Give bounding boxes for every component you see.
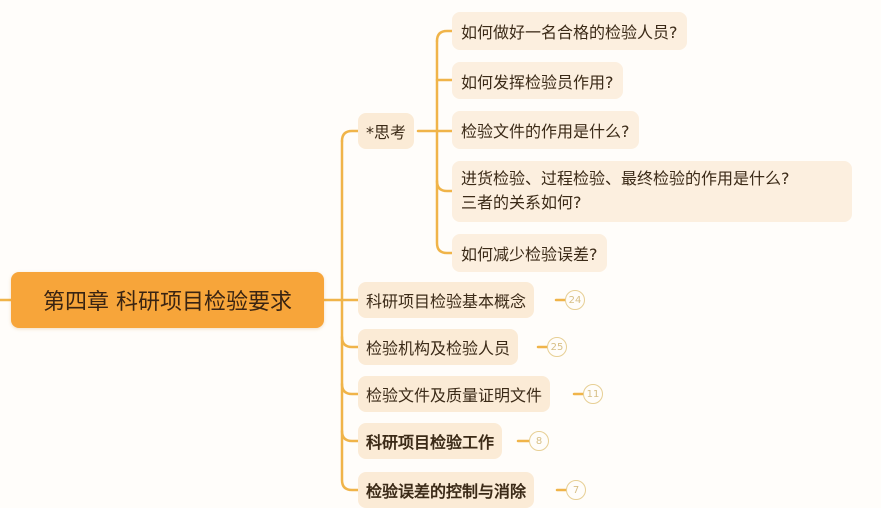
leaf-label: 如何减少检验误差?	[461, 245, 598, 264]
leaf-label-line-2: 三者的关系如何?	[461, 193, 582, 212]
leaf-label: 如何发挥检验员作用?	[461, 72, 614, 92]
branch-basic-concepts[interactable]: 科研项目检验基本概念	[358, 282, 535, 318]
child-count-badge[interactable]: 11	[583, 384, 603, 404]
child-count-badge[interactable]: 24	[565, 290, 585, 310]
leaf-question-5[interactable]: 如何减少检验误差?	[452, 234, 607, 272]
badge-count: 25	[550, 341, 564, 353]
leaf-label-line-1: 进货检验、过程检验、最终检验的作用是什么?	[461, 169, 790, 188]
child-count-badge[interactable]: 8	[529, 431, 549, 451]
branch-label: 科研项目检验工作	[366, 433, 495, 452]
badge-count: 8	[535, 435, 543, 447]
branch-thinking[interactable]: *思考	[358, 113, 415, 149]
branch-label: 检验文件及质量证明文件	[366, 386, 543, 405]
branch-label: 检验机构及检验人员	[366, 339, 511, 358]
branch-label: *思考	[366, 123, 407, 142]
badge-count: 24	[568, 294, 582, 306]
branch-inspection-documents[interactable]: 检验文件及质量证明文件	[358, 376, 551, 412]
leaf-question-4[interactable]: 进货检验、过程检验、最终检验的作用是什么? 三者的关系如何?	[452, 161, 852, 222]
badge-count: 11	[586, 388, 600, 400]
child-count-badge[interactable]: 25	[547, 337, 567, 357]
root-label: 第四章 科研项目检验要求	[43, 290, 292, 315]
child-count-badge[interactable]: 7	[566, 480, 586, 500]
leaf-question-1[interactable]: 如何做好一名合格的检验人员?	[452, 12, 687, 50]
badge-count: 7	[572, 484, 580, 496]
leaf-label: 如何做好一名合格的检验人员?	[461, 23, 678, 42]
branch-inspection-agencies[interactable]: 检验机构及检验人员	[358, 329, 519, 365]
root-node[interactable]: 第四章 科研项目检验要求	[11, 272, 324, 328]
leaf-question-3[interactable]: 检验文件的作用是什么?	[452, 111, 639, 149]
leaf-label: 检验文件的作用是什么?	[461, 122, 630, 141]
branch-error-control[interactable]: 检验误差的控制与消除	[358, 472, 535, 508]
leaf-question-2[interactable]: 如何发挥检验员作用?	[452, 62, 623, 99]
branch-label: 科研项目检验基本概念	[366, 292, 527, 311]
branch-inspection-work[interactable]: 科研项目检验工作	[358, 423, 503, 459]
branch-label: 检验误差的控制与消除	[366, 482, 527, 501]
